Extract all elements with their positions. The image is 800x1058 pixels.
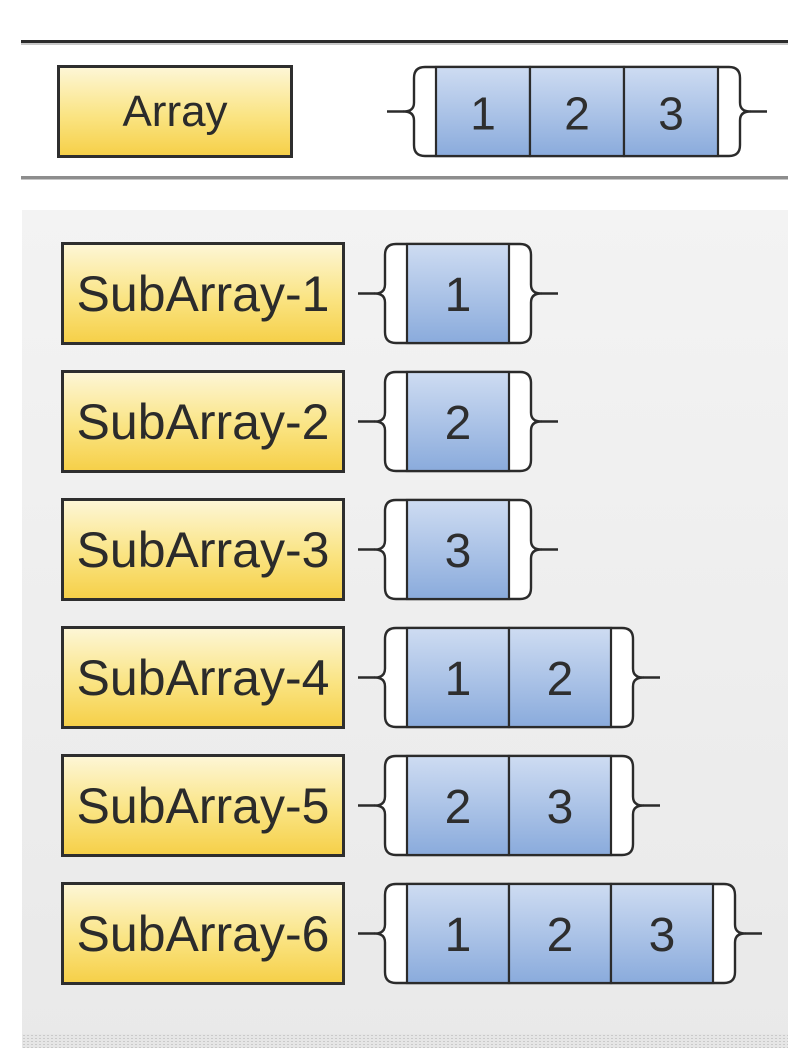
array-cell-value: 2	[564, 88, 590, 140]
subarray-label-box: SubArray-4	[61, 626, 345, 729]
top-divider	[21, 40, 788, 43]
array-cell-value: 2	[445, 781, 472, 834]
array-cell-value: 3	[445, 525, 472, 578]
array-cell	[405, 626, 511, 729]
array-cell-value: 1	[445, 653, 472, 706]
array-cell-value: 1	[470, 88, 496, 140]
subarray-label-box: SubArray-6	[61, 882, 345, 985]
subarray-label: SubArray-4	[76, 649, 330, 706]
array-cell	[609, 882, 715, 985]
subarray-label-box: SubArray-2	[61, 370, 345, 473]
subarray-visual: 3	[358, 498, 558, 601]
array-cell	[405, 498, 511, 601]
array-cell-value: 2	[547, 653, 574, 706]
subarray-visual: 1	[358, 242, 558, 345]
subarray-visual: 2	[358, 370, 558, 473]
array-cell-value: 2	[547, 909, 574, 962]
subarray-label: SubArray-5	[76, 777, 330, 834]
array-cell	[405, 370, 511, 473]
array-cell	[622, 65, 720, 158]
array-cell-value: 1	[445, 909, 472, 962]
subarray-label: SubArray-3	[76, 521, 330, 578]
array-visual: 1 2 3	[387, 65, 767, 158]
array-cell-value: 3	[658, 88, 684, 140]
array-cell-value: 1	[445, 269, 472, 322]
array-cell	[507, 882, 613, 985]
array-cell-value: 3	[547, 781, 574, 834]
subarray-label-box: SubArray-3	[61, 498, 345, 601]
array-cell	[405, 882, 511, 985]
array-cell	[405, 242, 511, 345]
array-cell	[507, 626, 613, 729]
subarray-label: SubArray-6	[76, 905, 330, 962]
subarray-label-box: SubArray-1	[61, 242, 345, 345]
array-cell	[507, 754, 613, 857]
array-cell-value: 3	[649, 909, 676, 962]
subarray-label: SubArray-1	[76, 265, 330, 322]
array-label: Array	[122, 86, 228, 136]
array-cell-value: 2	[445, 397, 472, 450]
array-cell	[434, 65, 532, 158]
panel-bottom-texture	[22, 1034, 788, 1048]
subarray-label: SubArray-2	[76, 393, 330, 450]
subarray-label-box: SubArray-5	[61, 754, 345, 857]
array-label-box: Array	[57, 65, 293, 158]
subarray-visual: 1 2 3	[358, 882, 762, 985]
array-cell	[405, 754, 511, 857]
mid-divider	[21, 176, 788, 179]
